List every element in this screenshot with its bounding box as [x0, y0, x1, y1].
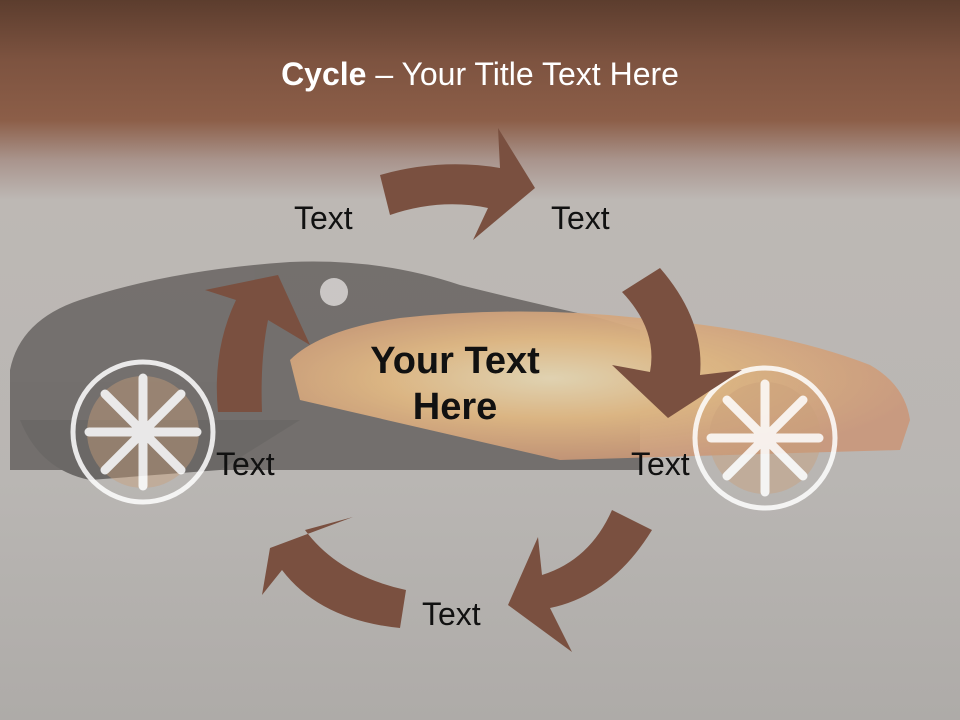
left-wheel — [70, 359, 216, 505]
cycle-arrow-bottom-left — [262, 517, 406, 628]
cycle-arrow-bottom-right — [508, 510, 652, 652]
center-text: Your Text Here — [320, 338, 590, 430]
cycle-label-right: Text — [631, 446, 690, 482]
center-text-line2: Here — [412, 386, 498, 428]
cycle-label-top-right: Text — [551, 200, 610, 236]
cycle-label-top-left: Text — [294, 200, 353, 236]
center-text-line1: Your Text — [370, 340, 540, 382]
cycle-label-bottom: Text — [422, 596, 481, 632]
slide-title: Cycle – Your Title Text Here — [0, 56, 960, 93]
cycle-arrow-right — [612, 268, 742, 418]
right-wheel — [692, 365, 838, 511]
cycle-label-left: Text — [216, 446, 275, 482]
title-bold: Cycle — [281, 56, 367, 92]
cycle-arrows — [205, 128, 742, 652]
title-rest: – Your Title Text Here — [366, 56, 679, 92]
cycle-arrow-left — [205, 275, 310, 412]
cycle-arrow-top — [380, 128, 535, 240]
